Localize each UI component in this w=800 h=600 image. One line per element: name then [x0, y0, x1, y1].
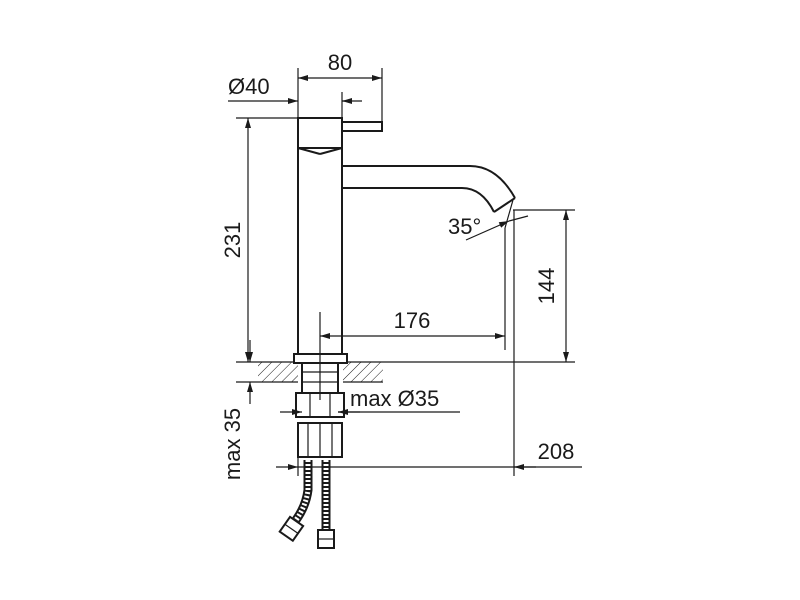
spout-bottom	[342, 187, 495, 213]
handle-cap	[297, 117, 343, 149]
dim-label-dia40: Ø40	[228, 74, 270, 99]
dim-label-144: 144	[534, 268, 559, 305]
dim-label-35deg: 35°	[448, 214, 481, 239]
dimension-total-depth: 208	[276, 210, 582, 476]
dimension-hole-diameter: max Ø35	[280, 386, 460, 415]
dim-label-176: 176	[394, 308, 431, 333]
flexible-hoses	[278, 460, 335, 549]
dim-label-max-dia35: max Ø35	[350, 386, 439, 411]
dimension-spout-angle: 35°	[448, 199, 529, 241]
dim-label-max-35: max 35	[220, 408, 245, 480]
spout-top	[342, 165, 516, 199]
dimension-spout-height: 144	[513, 209, 575, 362]
spout-outlet	[493, 197, 516, 213]
dimension-handle-diameter: Ø40	[228, 74, 362, 118]
dimension-handle-length: 80	[297, 50, 383, 122]
dimension-spout-reach: 176	[319, 228, 506, 400]
dim-label-231: 231	[220, 222, 245, 259]
countertop	[236, 361, 575, 383]
lever-handle	[341, 121, 383, 132]
dim-label-80: 80	[328, 50, 352, 75]
dimension-deck-thickness: max 35	[220, 340, 258, 480]
dim-label-208: 208	[538, 439, 575, 464]
dimension-total-height: 231	[220, 117, 298, 362]
